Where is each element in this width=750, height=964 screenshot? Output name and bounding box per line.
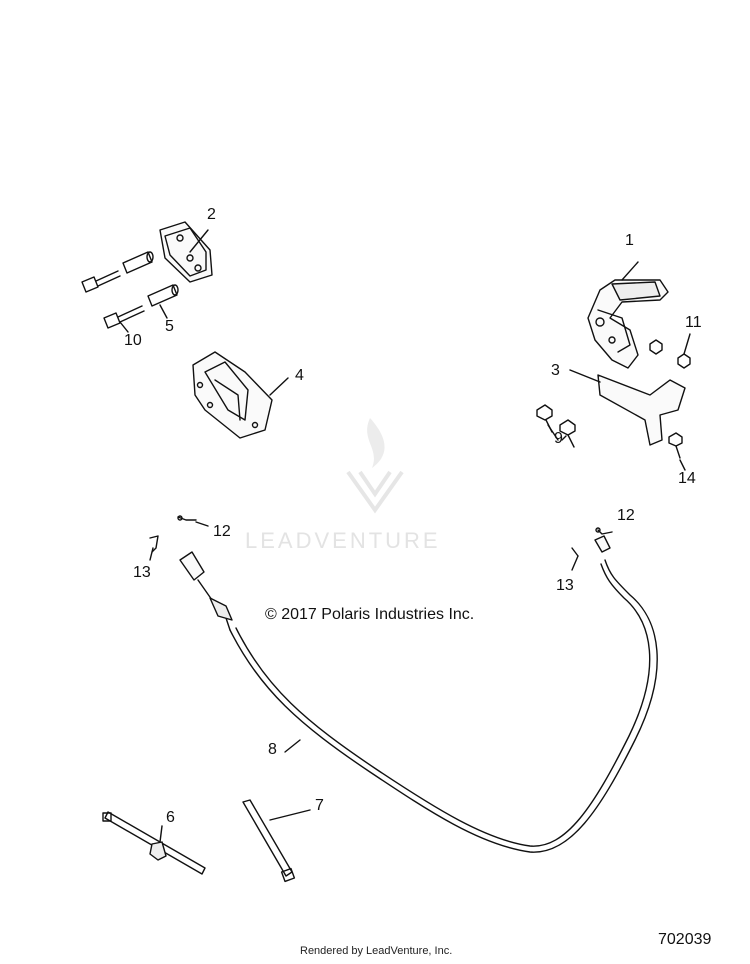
part-12-13-pins-left [149,515,209,561]
callout-12-right: 12 [617,507,635,524]
callout-10: 10 [124,332,142,349]
part-10-bolts [81,270,145,333]
watermark-text: LEADVENTURE [245,528,441,553]
part-11-nuts [649,333,691,369]
callout-7: 7 [315,797,324,814]
callout-11: 11 [685,314,702,331]
callout-13-left: 13 [133,564,151,581]
callout-9: 9 [554,430,563,447]
reference-number: 702039 [658,931,712,948]
callout-4: 4 [295,367,304,384]
part-1-brake-handle [587,261,669,369]
callout-1: 1 [625,232,634,249]
part-14-bolt [668,432,686,471]
part-5-spacers [122,251,179,319]
callout-5: 5 [165,318,174,335]
part-7-cable-tie [242,799,311,883]
part-6-cable-tie-clip [102,811,206,875]
part-12-13-pins-right [571,527,613,571]
callout-3: 3 [551,362,560,379]
callout-8: 8 [268,741,277,758]
render-credit: Rendered by LeadVenture, Inc. [300,945,453,957]
callout-12-left: 12 [213,523,231,540]
callout-14: 14 [678,470,696,487]
part-3-mount-bracket [569,369,686,446]
part-9-bolts [536,404,576,448]
part-8-brake-cable [179,535,658,853]
copyright-notice: © 2017 Polaris Industries Inc. [265,606,475,623]
flame-v-logo-icon [346,418,404,514]
callout-2: 2 [207,206,216,223]
part-4-bracket [192,351,289,439]
callout-13-right: 13 [556,577,574,594]
part-2-bracket [159,221,213,283]
callout-6: 6 [166,809,175,826]
